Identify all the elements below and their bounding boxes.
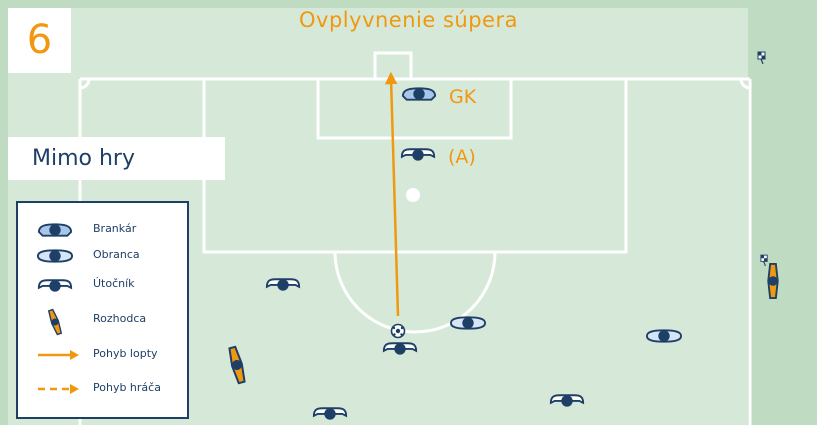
- goalkeeper-icon: [37, 223, 73, 237]
- legend: Brankár Obranca Útočník Rozhodca Pohyb l…: [16, 201, 189, 419]
- slide-number: 6: [8, 8, 71, 73]
- pitch-runoff: [748, 8, 817, 425]
- penalty-spot: [406, 188, 420, 202]
- legend-label: Pohyb lopty: [93, 347, 158, 360]
- attacker-icon: [37, 279, 73, 293]
- defender-icon: [449, 316, 487, 330]
- dashed-arrow-icon: [38, 384, 79, 394]
- ball-icon: [390, 323, 406, 339]
- legend-label: Brankár: [93, 222, 137, 235]
- solid-arrow-icon: [38, 350, 79, 360]
- goalkeeper-label: GK: [449, 86, 477, 108]
- diagram-title: Ovplyvnenie súpera: [299, 8, 518, 32]
- legend-label: Útočník: [93, 277, 135, 290]
- legend-item-defender: Obranca: [18, 246, 188, 266]
- assistant-referee-icon: [767, 262, 779, 300]
- legend-item-referee: Rozhodca: [18, 307, 188, 337]
- defender-icon: [36, 249, 74, 263]
- offside-label: Mimo hry: [8, 137, 225, 180]
- legend-item-attacker: Útočník: [18, 275, 188, 295]
- legend-item-ball-movement: Pohyb lopty: [18, 345, 188, 365]
- legend-item-goalkeeper: Brankár: [18, 220, 188, 240]
- attacker-label: (A): [448, 146, 476, 168]
- legend-label: Obranca: [93, 248, 140, 261]
- referee-icon: [46, 308, 64, 336]
- pitch-markings: [78, 51, 752, 425]
- goalkeeper-icon: [401, 87, 437, 101]
- defender-icon: [645, 329, 683, 343]
- legend-label: Pohyb hráča: [93, 381, 161, 394]
- legend-item-player-movement: Pohyb hráča: [18, 379, 188, 399]
- ball-movement-arrow: [384, 71, 400, 317]
- legend-label: Rozhodca: [93, 312, 147, 325]
